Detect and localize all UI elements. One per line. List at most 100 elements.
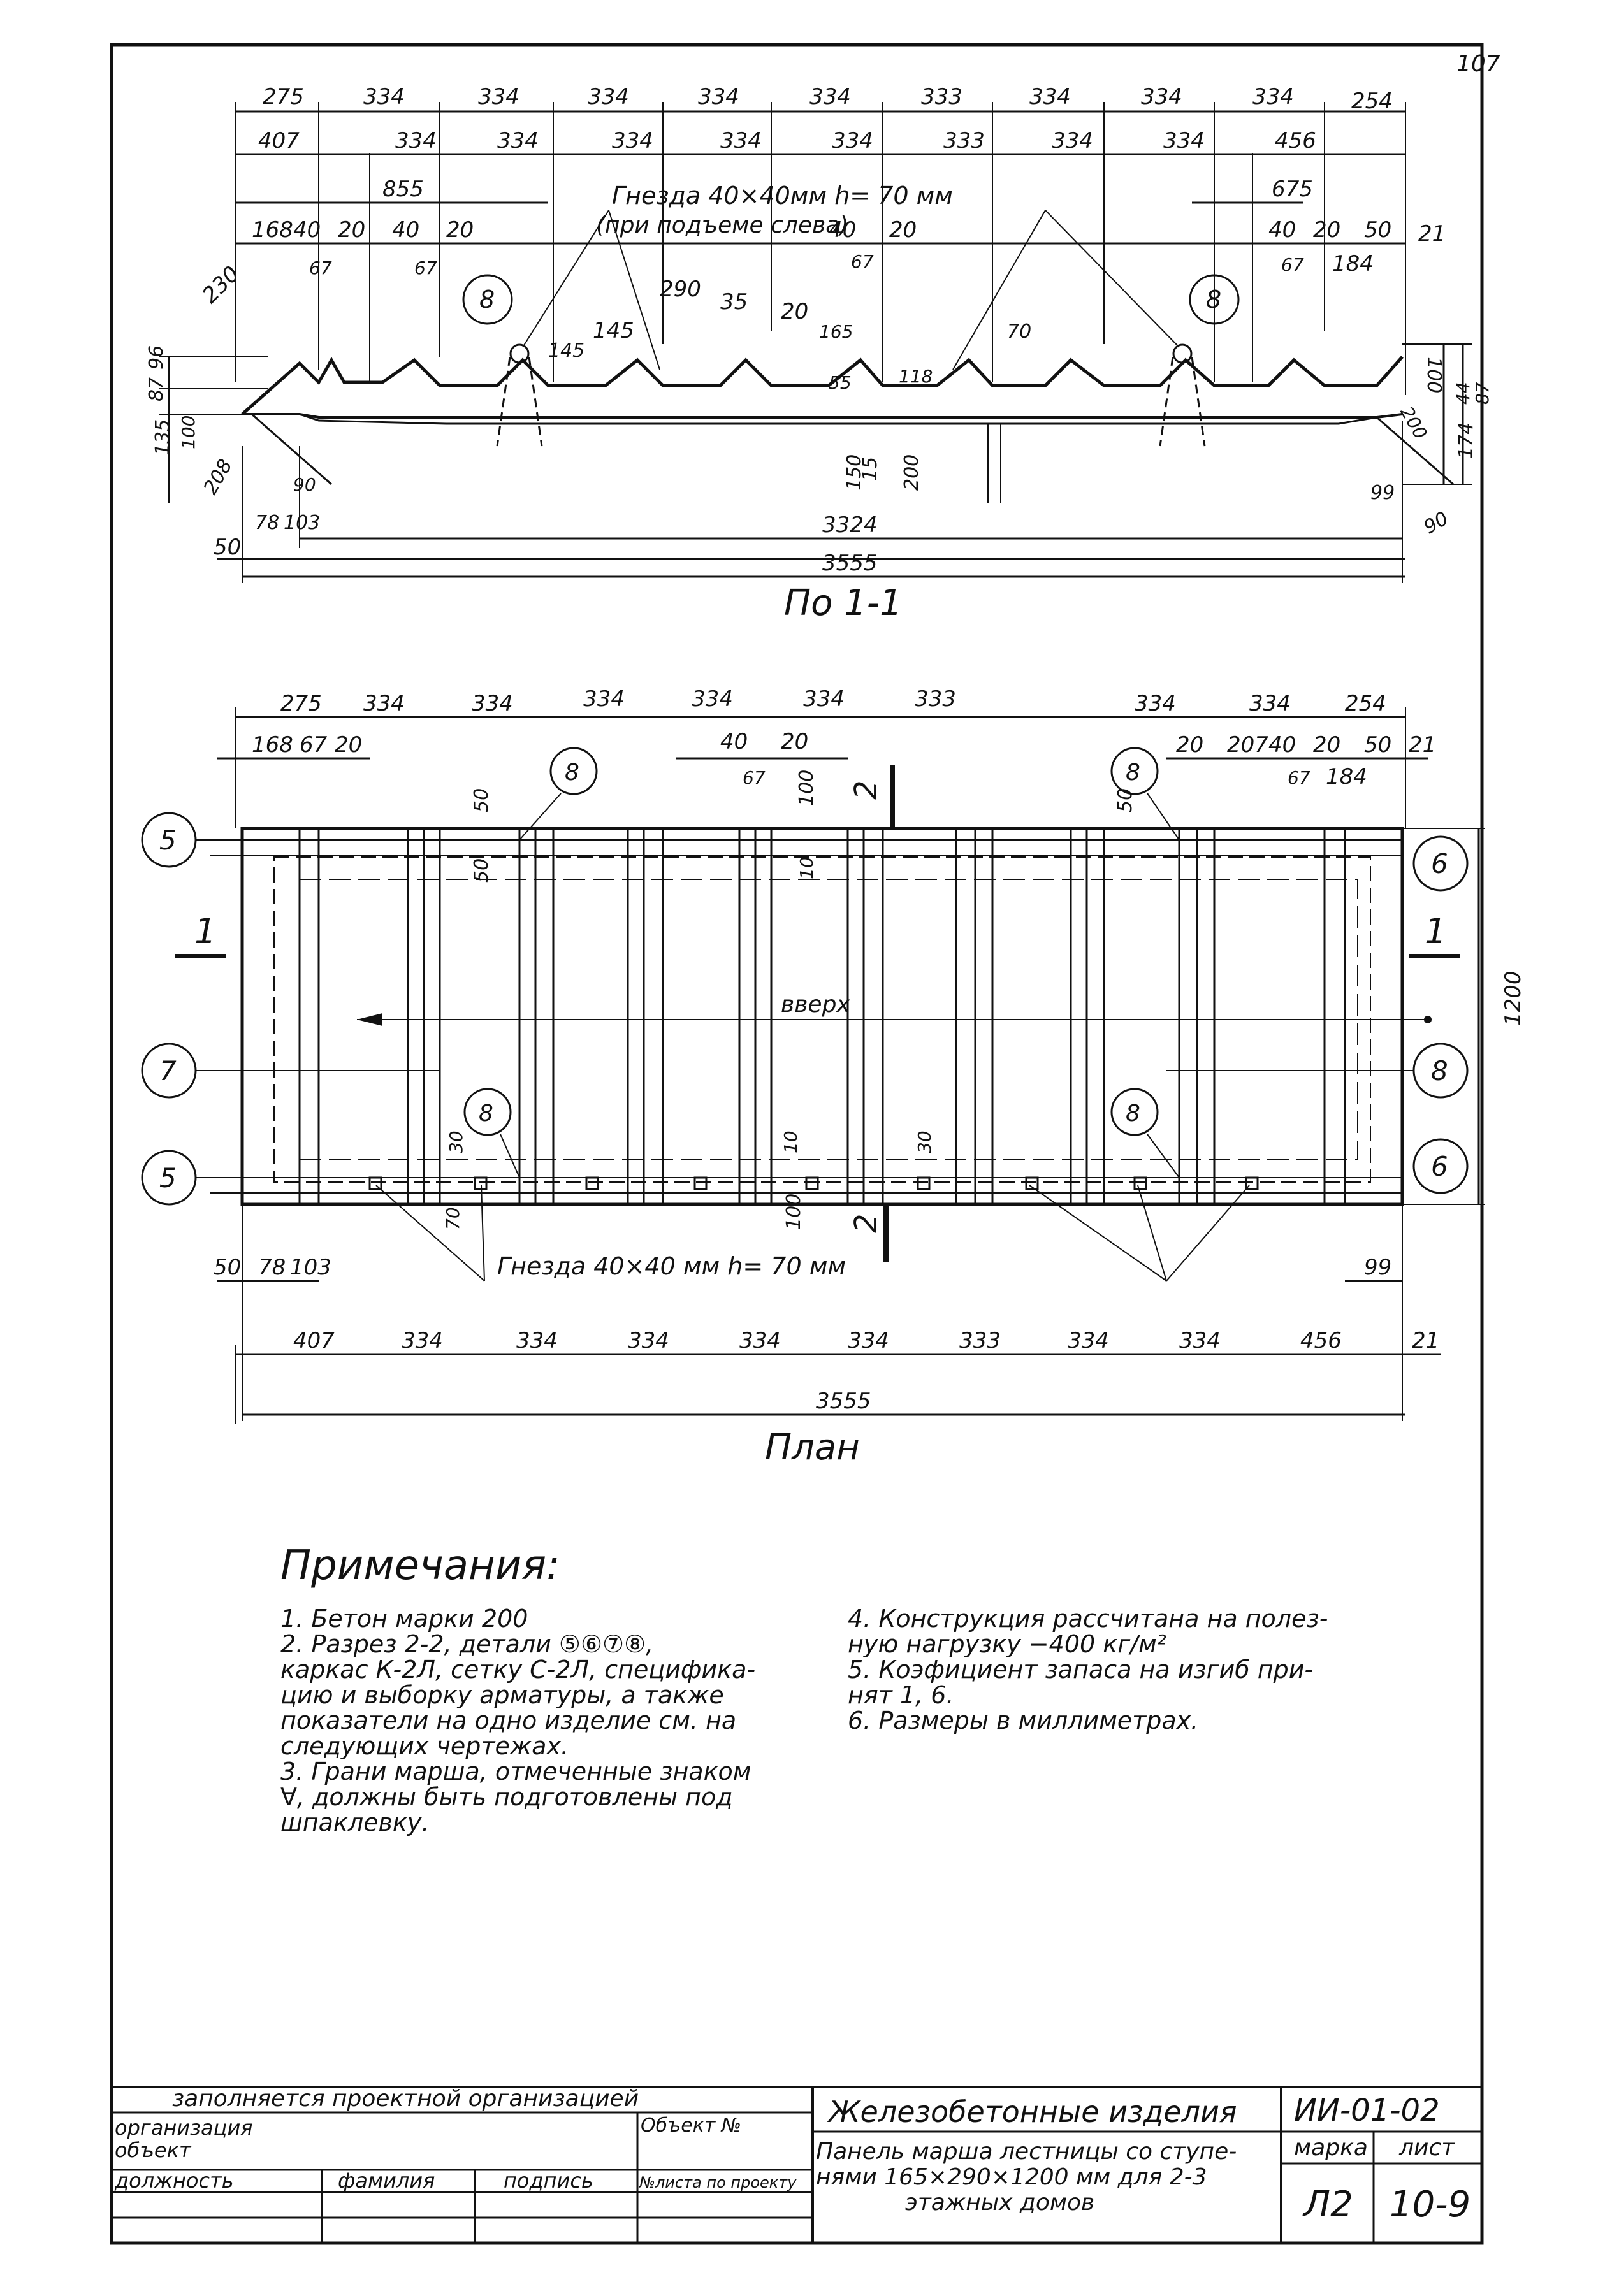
sheet-number: 107 xyxy=(1456,51,1500,77)
plan-top-small-left-0: 168 xyxy=(252,732,293,758)
plan-sockets xyxy=(368,1176,1259,1190)
plan-dim-100b: 100 xyxy=(783,1194,805,1230)
plan-dim-r1-6: 333 xyxy=(915,686,956,712)
sec-sockets-note-2: (при подъеме слева) xyxy=(596,212,848,238)
plan-dim-bot-0: 407 xyxy=(293,1328,335,1354)
plan-callout-7: 7 xyxy=(159,1055,177,1087)
plan-dim-r1-0: 275 xyxy=(280,691,322,716)
sec-step-145b: 145 xyxy=(593,318,634,343)
sec-step-118: 118 xyxy=(899,366,933,387)
tb-sheet-label: лист xyxy=(1398,2135,1455,2161)
sec-dim-r2-4: 334 xyxy=(720,128,762,154)
sec-step-145a: 145 xyxy=(548,340,584,362)
note-5b: нят 1, 6. xyxy=(848,1681,954,1709)
sec-left-208: 208 xyxy=(200,456,237,498)
section-view-text: 275 334 334 334 334 334 333 334 334 334 … xyxy=(145,84,1493,624)
sec-left-67b: 67 xyxy=(414,257,437,278)
sec-left-small-3: 40 xyxy=(392,217,419,243)
plan-callout-6-top: 6 xyxy=(1431,848,1448,879)
sec-step-35: 35 xyxy=(720,289,748,315)
plan-dim-bot-6: 333 xyxy=(959,1328,1001,1354)
plan-dim-50c: 50 xyxy=(1114,788,1136,812)
plan-section-1-left: 1 xyxy=(194,911,216,951)
tb-sheet-by-project: №листа по проекту xyxy=(638,2174,797,2191)
plan-top-small-right-2: 40 xyxy=(1268,732,1296,758)
sec-dim-r1-8: 334 xyxy=(1141,84,1182,110)
plan-callout-5-bottom: 5 xyxy=(159,1162,177,1194)
sec-right-small-2: 50 xyxy=(1364,217,1391,243)
sec-dim-675: 675 xyxy=(1272,177,1313,202)
plan-sockets-note: Гнезда 40×40 мм h= 70 мм xyxy=(497,1252,846,1280)
plan-dim-r1-1: 334 xyxy=(363,691,405,716)
tb-mark-label: марка xyxy=(1294,2135,1368,2161)
sec-dim-r1-9: 334 xyxy=(1252,84,1294,110)
note-3b: ∀, должны быть подготовлены под xyxy=(280,1783,733,1811)
sec-right-small-3: 21 xyxy=(1418,221,1446,247)
sec-dim-855: 855 xyxy=(382,177,424,202)
plan-top-small-left-2: 20 xyxy=(335,732,362,758)
plan-dim-r1-7: 334 xyxy=(1135,691,1176,716)
sec-dim-r1-4: 334 xyxy=(698,84,739,110)
plan-inner-8-4: 8 xyxy=(1126,1101,1140,1127)
plan-top-small-right-5: 21 xyxy=(1409,732,1436,758)
plan-dim-r1-5: 334 xyxy=(803,686,845,712)
plan-label-up: вверх xyxy=(781,992,850,1018)
callout-8-plan-bottom-right xyxy=(1110,1088,1159,1136)
plan-dim-bot-2: 334 xyxy=(516,1328,558,1354)
sec-length-50: 50 xyxy=(214,535,241,560)
plan-inner-8-3: 8 xyxy=(479,1101,493,1127)
sec-dim-r2-9: 456 xyxy=(1275,128,1316,154)
plan-top-small-mid-1: 20 xyxy=(781,729,808,755)
sec-bottom-15: 15 xyxy=(859,457,882,481)
plan-top-small-mid-0: 40 xyxy=(720,729,748,755)
sec-right-vert-4: 87 xyxy=(1472,382,1493,405)
callout-6-top-right xyxy=(1412,835,1469,892)
callout-6-bottom-right xyxy=(1412,1138,1469,1194)
plan-dim-bot-1: 334 xyxy=(402,1328,443,1354)
sec-right-184: 184 xyxy=(1332,251,1374,277)
plan-callout-5-top: 5 xyxy=(159,825,177,856)
sec-length-3324: 3324 xyxy=(822,512,878,538)
sec-sockets-note-1: Гнезда 40×40мм h= 70 мм xyxy=(612,182,953,210)
sec-step-165: 165 xyxy=(819,321,853,342)
plan-dim-50a: 50 xyxy=(470,788,493,812)
sec-dim-r2-1: 334 xyxy=(395,128,437,154)
plan-view-text: 275 334 334 334 334 334 333 334 334 254 … xyxy=(159,686,1526,1468)
plan-inner-8-2: 8 xyxy=(1126,760,1140,786)
sec-right-vert-0: 100 xyxy=(1423,357,1445,393)
plan-dim-100a: 100 xyxy=(795,770,818,806)
plan-dim-70: 70 xyxy=(442,1207,463,1230)
sec-left-vert-0: 135 xyxy=(152,419,174,456)
sec-dim-r1-0: 275 xyxy=(263,84,304,110)
tb-surname: фамилия xyxy=(338,2169,435,2193)
sec-mid-67: 67 xyxy=(851,251,874,272)
sec-right-small-0: 40 xyxy=(1268,217,1296,243)
sec-left-small-1: 40 xyxy=(293,217,321,243)
tb-filled-by: заполняется проектной организацией xyxy=(172,2086,639,2112)
sec-dim-r2-7: 334 xyxy=(1052,128,1093,154)
plan-bottom-left-1: 78 xyxy=(258,1255,286,1280)
plan-step-lines xyxy=(298,828,1346,1204)
tb-category: Железобетонные изделия xyxy=(827,2095,1237,2129)
plan-callout-6-bottom: 6 xyxy=(1431,1151,1448,1182)
sec-dim-r1-7: 334 xyxy=(1029,84,1071,110)
plan-dim-30b: 30 xyxy=(914,1130,935,1153)
note-6: 6. Размеры в миллиметрах. xyxy=(848,1707,1199,1735)
sec-left-vert-2: 96 xyxy=(145,345,168,370)
callout-8-plan-bottom-left xyxy=(463,1088,512,1136)
plan-dim-bot-5: 334 xyxy=(848,1328,889,1354)
sec-right-90: 90 xyxy=(1420,507,1453,538)
plan-top-small-right-4: 50 xyxy=(1364,732,1391,758)
sec-right-99: 99 xyxy=(1370,482,1395,504)
plan-top-small-right-3: 20 xyxy=(1313,732,1340,758)
notes-col2: 4. Конструкция рассчитана на полез- ную … xyxy=(848,1606,1421,1733)
plan-dim-50b: 50 xyxy=(470,858,493,883)
title-block-text: заполняется проектной организацией орган… xyxy=(114,2086,1470,2225)
note-5: 5. Коэфициент запаса на изгиб при- xyxy=(848,1656,1314,1684)
plan-section-2-bottom: 2 xyxy=(848,1213,884,1233)
plan-dim-r1-8: 334 xyxy=(1249,691,1291,716)
sec-step-70: 70 xyxy=(1007,321,1031,343)
plan-dim-bot-9: 456 xyxy=(1300,1328,1342,1354)
plan-bottom-left-0: 50 xyxy=(214,1255,241,1280)
sec-left-small-4: 20 xyxy=(446,217,474,243)
